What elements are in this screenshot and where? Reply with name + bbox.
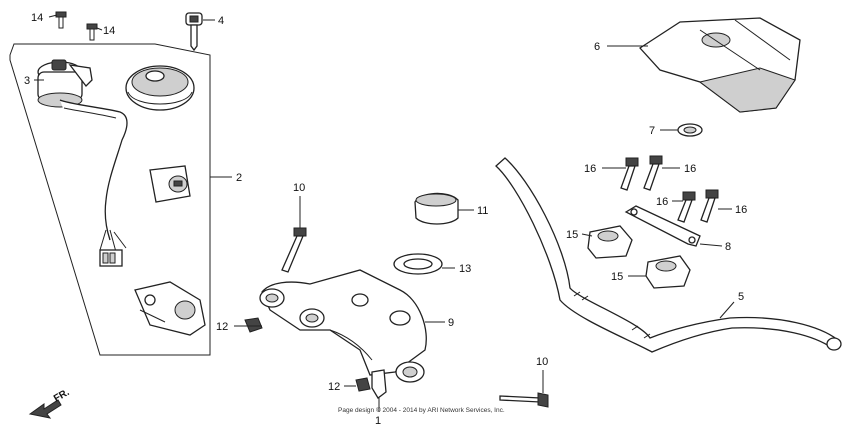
bolt-16c xyxy=(677,191,696,223)
screw-14b xyxy=(86,23,98,41)
lock-cylinder xyxy=(149,165,191,203)
callout-14a: 14 xyxy=(31,12,43,24)
holder-plate xyxy=(624,205,701,247)
callout-14b: 14 xyxy=(103,25,115,37)
callout-10a: 10 xyxy=(293,182,305,194)
top-bridge xyxy=(259,269,427,383)
callout-16a: 16 xyxy=(584,163,596,175)
callout-13: 13 xyxy=(459,263,471,275)
screw-14a xyxy=(55,11,67,29)
bolt-10b xyxy=(499,392,549,408)
callout-5: 5 xyxy=(738,291,744,303)
holder-upper-a xyxy=(587,225,633,259)
cap-nut xyxy=(414,192,459,225)
ignition-group-frame xyxy=(9,43,211,356)
holder-upper-b xyxy=(645,255,691,289)
handlebar-cover xyxy=(639,17,801,113)
leader-lines xyxy=(34,14,735,412)
callout-16b: 16 xyxy=(684,163,696,175)
handlebar xyxy=(495,157,842,353)
front-direction-label: FR. xyxy=(52,387,72,405)
callout-4: 4 xyxy=(218,15,224,27)
ignition-key xyxy=(185,12,203,52)
washer xyxy=(393,253,443,275)
callout-16c: 16 xyxy=(656,196,668,208)
bolt-16b xyxy=(643,155,663,191)
callout-2: 2 xyxy=(236,172,242,184)
callout-6: 6 xyxy=(594,41,600,53)
callout-3: 3 xyxy=(24,75,30,87)
callout-1: 1 xyxy=(375,415,381,427)
callout-12a: 12 xyxy=(216,321,228,333)
ignition-switch xyxy=(37,59,128,267)
callout-15b: 15 xyxy=(611,271,623,283)
switch-bracket xyxy=(134,281,206,336)
front-direction-arrow: FR. xyxy=(28,387,72,419)
callout-15a: 15 xyxy=(566,229,578,241)
bolt-16d xyxy=(700,189,719,223)
cap-cover xyxy=(125,65,195,111)
callout-12b: 12 xyxy=(328,381,340,393)
bolt-16a xyxy=(620,157,639,191)
bolt-10a xyxy=(281,227,307,273)
clip-1 xyxy=(371,369,387,399)
callout-labels: 3 14 14 4 2 10 11 13 12 9 12 1 10 6 7 16… xyxy=(24,12,747,427)
callout-11: 11 xyxy=(477,205,488,217)
callout-10b: 10 xyxy=(536,356,548,368)
callout-16d: 16 xyxy=(735,204,747,216)
nut-12a xyxy=(244,317,263,333)
nut-12b xyxy=(355,377,371,392)
callout-8: 8 xyxy=(725,241,731,253)
callout-9: 9 xyxy=(448,317,454,329)
copyright-footer: Page design © 2004 - 2014 by ARI Network… xyxy=(338,406,505,414)
grommet xyxy=(677,123,703,137)
callout-7: 7 xyxy=(649,125,655,137)
